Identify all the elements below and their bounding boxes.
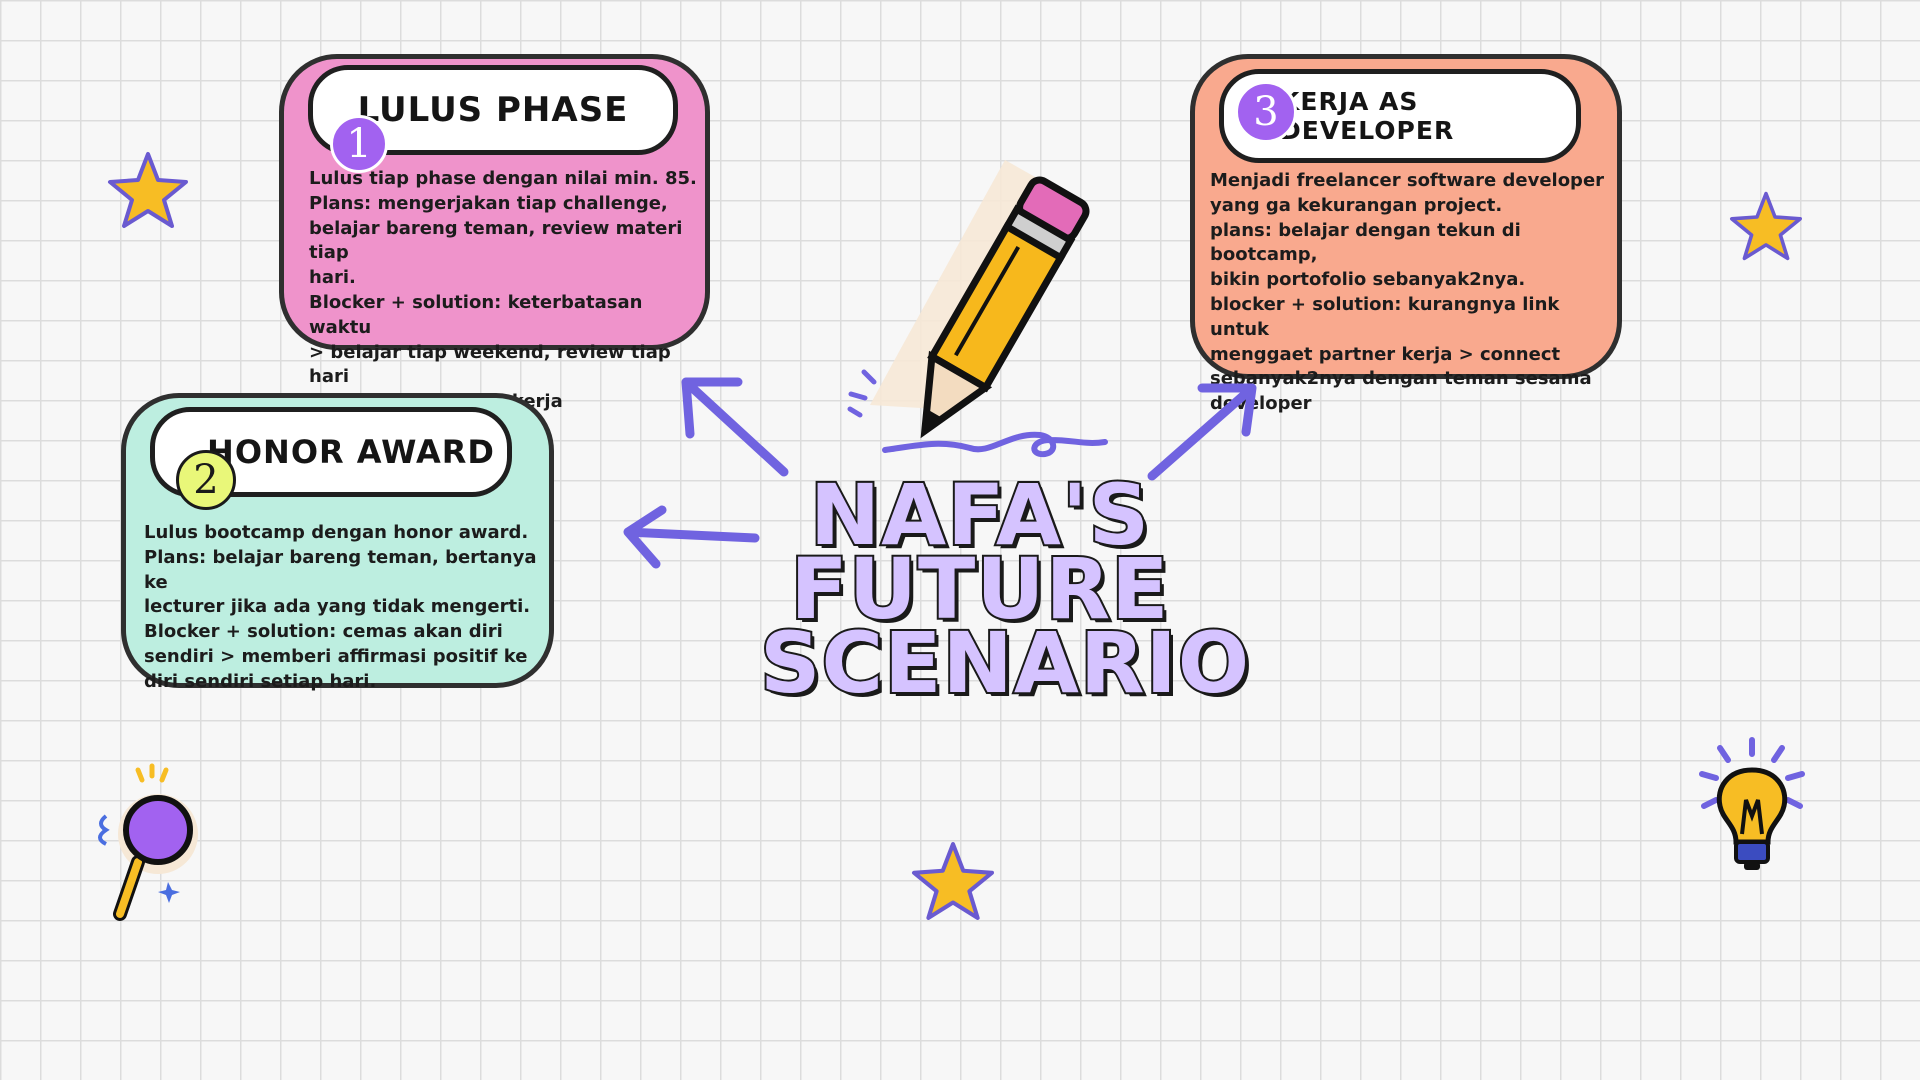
card-line: yang ga kekurangan project.	[1210, 194, 1503, 216]
pencil-icon	[847, 160, 1090, 439]
card-line: belajar bareng teman, review materi tiap	[309, 217, 683, 264]
title-line: FUTURE	[788, 540, 1170, 638]
card-heading: LULUS PHASE	[357, 90, 629, 130]
arrow-icon	[1147, 383, 1257, 481]
card-line: blocker + solution: kurangnya link untuk	[1210, 293, 1560, 340]
number-badge-3: 3	[1235, 81, 1297, 143]
card-line: hari.	[309, 267, 356, 289]
card-body: Lulus tiap phase dengan nilai min. 85. P…	[309, 167, 704, 415]
card-line: Blocker + solution: cemas akan diri	[144, 621, 503, 643]
card-line: Blocker + solution: keterbatasan waktu	[309, 291, 643, 338]
card-kerja-as-developer: KERJA AS DEVELOPER 3 Menjadi freelancer …	[1190, 54, 1622, 414]
card-line: Plans: mengerjakan tiap challenge,	[309, 192, 668, 214]
star-icon	[1730, 191, 1802, 261]
star-icon	[108, 152, 188, 228]
card-line: developer	[1210, 393, 1312, 415]
lightbulb-icon	[1699, 737, 1805, 870]
card-heading: KERJA AS DEVELOPER	[1280, 87, 1455, 145]
card-honor-award: HONOR AWARD 2 Lulus bootcamp dengan hono…	[121, 393, 554, 692]
card-line: menggaet partner kerja > connect	[1210, 343, 1561, 365]
squiggle-decoration	[882, 431, 1108, 458]
number-badge-2: 2	[176, 450, 236, 510]
main-title: NAFA'S FUTURE SCENARIO	[758, 466, 1251, 712]
card-line: plans: belajar dengan tekun di bootcamp,	[1210, 219, 1521, 266]
card-line: sendiri > memberi affirmasi positif ke	[144, 645, 528, 667]
arrow-icon	[681, 377, 789, 477]
arrow-icon	[623, 505, 760, 569]
card-line: lecturer jika ada yang tidak mengerti.	[144, 596, 531, 618]
card-line: Lulus bootcamp dengan honor award.	[144, 522, 529, 543]
card-line: Plans: belajar bareng teman, bertanya ke	[144, 546, 537, 593]
card-line: bikin portofolio sebanyak2nya.	[1210, 269, 1526, 291]
card-body: Menjadi freelancer software developer ya…	[1210, 169, 1620, 417]
card-line: Menjadi freelancer software developer	[1210, 170, 1605, 191]
card-line: diri sendiri setiap hari.	[144, 670, 377, 692]
card-lulus-phase: LULUS PHASE 1 Lulus tiap phase dengan ni…	[279, 54, 710, 412]
title-line: NAFA'S	[808, 466, 1151, 564]
card-line: Lulus tiap phase dengan nilai min. 85.	[309, 168, 697, 189]
card-body: Lulus bootcamp dengan honor award. Plans…	[144, 521, 554, 695]
card-line: sebanyak2nya dengan teman sesama	[1210, 368, 1592, 390]
card-heading: HONOR AWARD	[207, 433, 495, 471]
title-line: SCENARIO	[758, 614, 1251, 712]
number-badge-1: 1	[330, 115, 388, 173]
card-line: > belajar tiap weekend, review tiap hari	[309, 341, 671, 388]
star-icon	[912, 842, 994, 920]
magnifier-icon	[98, 763, 198, 921]
